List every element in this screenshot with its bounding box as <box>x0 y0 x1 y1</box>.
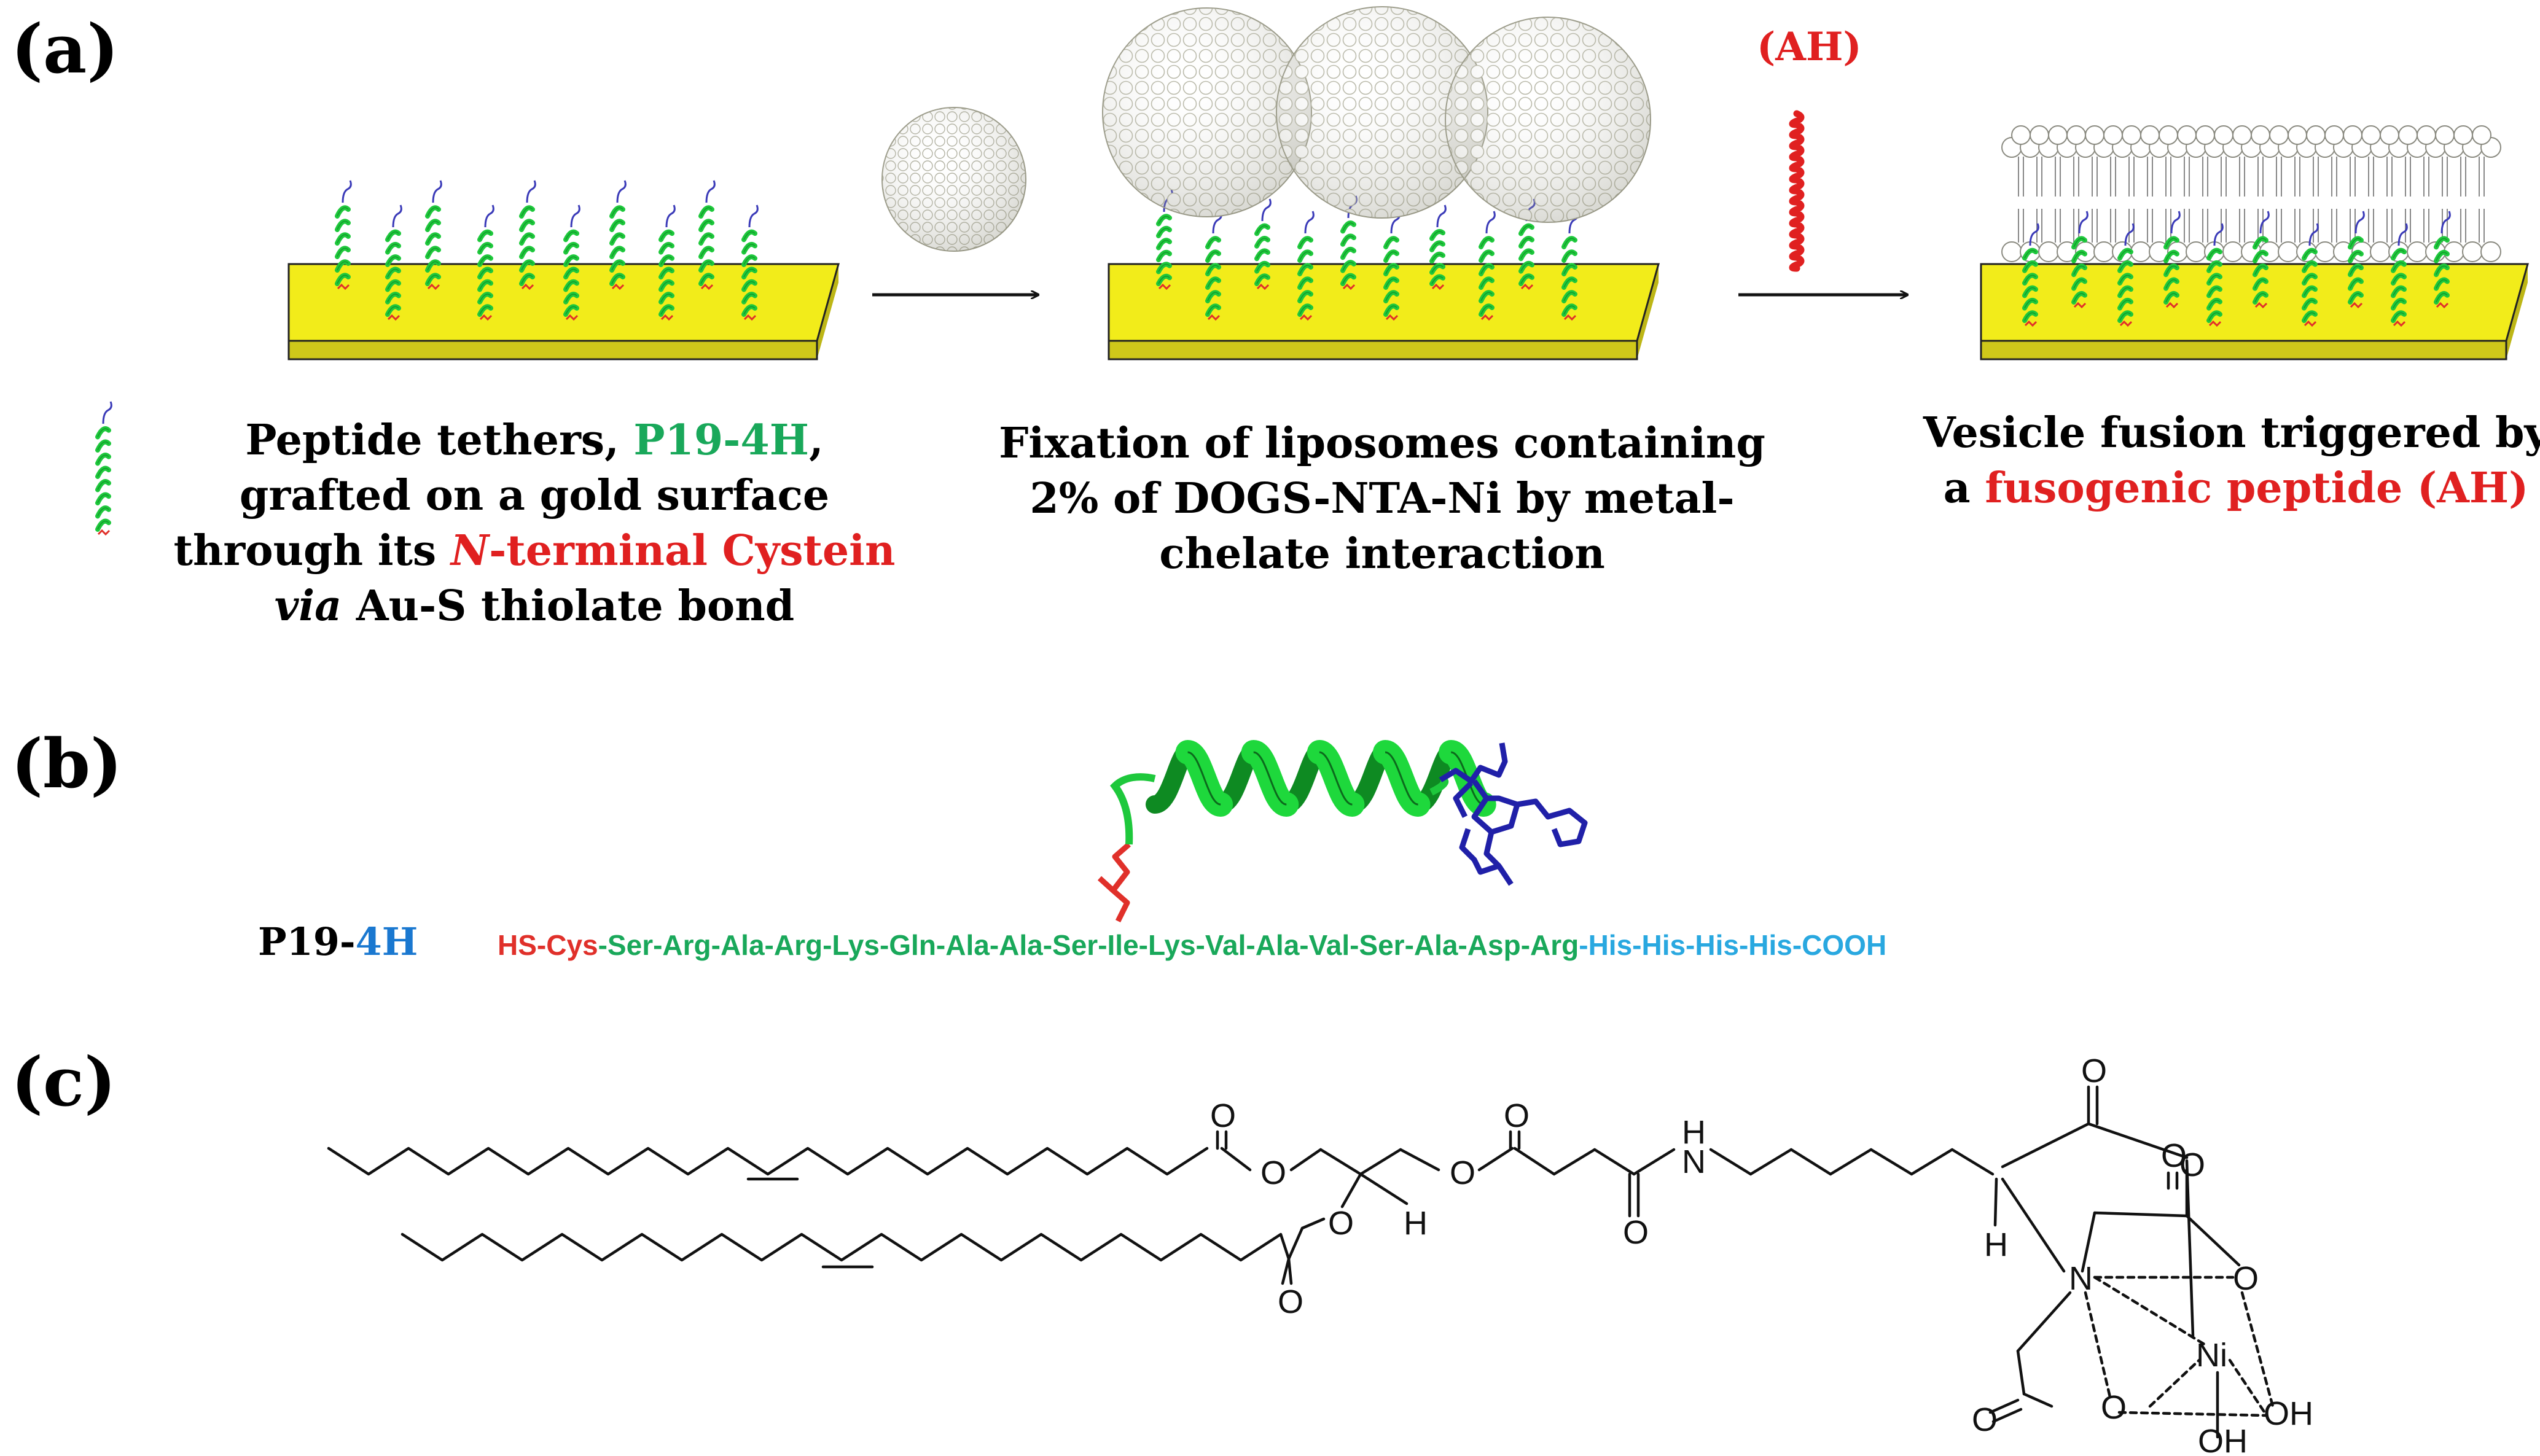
peptide-tether <box>658 204 676 321</box>
svg-text:O: O <box>1210 1097 1236 1134</box>
svg-text:O: O <box>2101 1389 2127 1426</box>
peptide-tether <box>698 180 716 290</box>
panel-c-label: (c) <box>11 1042 116 1121</box>
panel-b-label: (b) <box>11 724 122 803</box>
peptide-tether <box>2071 211 2089 309</box>
svg-text:H: H <box>1984 1226 2008 1263</box>
p19-4h-name: P19-4H <box>258 919 418 964</box>
peptide-tether <box>1205 211 1222 321</box>
ah-peptide-label: (AH) <box>1757 24 1862 70</box>
svg-text:O: O <box>1623 1214 1649 1251</box>
peptide-tether <box>2434 211 2451 309</box>
svg-text:OH: OH <box>2198 1423 2248 1456</box>
peptide-tether <box>2253 211 2270 309</box>
svg-text:Vesicle fusion triggered by: Vesicle fusion triggered by <box>1923 408 2540 457</box>
peptide-tether <box>2117 223 2135 327</box>
svg-text:chelate interaction: chelate interaction <box>1159 529 1605 578</box>
peptide-tether <box>335 180 352 290</box>
svg-text:OH: OH <box>2264 1395 2313 1432</box>
peptide-tethers-3 <box>2022 211 2451 327</box>
caption-fusion: Vesicle fusion triggered by a fusogenic … <box>1923 408 2540 513</box>
svg-text:O: O <box>1278 1283 1303 1320</box>
svg-text:H: H <box>1404 1205 1428 1242</box>
lipid-bilayer <box>2001 125 2501 262</box>
svg-text:O: O <box>1450 1154 1475 1191</box>
liposome-bound-2 <box>1276 6 1488 219</box>
dogs-nta-ni-structure <box>327 1085 2275 1439</box>
peptide-tethers-1 <box>335 180 759 321</box>
peptide-tether <box>2022 223 2039 327</box>
p19-4h-sequence: HS-Cys-Ser-Arg-Ala-Arg-Lys-Gln-Ala-Ala-S… <box>498 929 1886 961</box>
svg-text:N: N <box>2069 1260 2093 1297</box>
peptide-tether <box>1254 198 1272 290</box>
caption-tethers: Peptide tethers, P19-4H, grafted on a go… <box>95 401 896 631</box>
peptide-tether <box>2348 211 2365 309</box>
svg-text:O: O <box>1260 1154 1286 1191</box>
svg-text:O: O <box>2179 1147 2205 1183</box>
peptide-tether <box>2163 211 2181 309</box>
svg-text:O: O <box>2233 1260 2259 1297</box>
peptide-tether <box>563 204 580 321</box>
peptide-tether <box>2206 223 2224 327</box>
dogs-nta-ni-atoms: O O O O H O O O H N O O O H N O Ni O O O… <box>1210 1053 2313 1456</box>
liposome-bound-3 <box>1445 17 1651 223</box>
peptide-tether <box>385 204 402 321</box>
peptide-tether <box>2302 223 2319 327</box>
svg-text:through its N-terminal Cystein: through its N-terminal Cystein <box>174 526 896 575</box>
svg-text:O: O <box>1972 1401 1998 1438</box>
peptide-tether <box>1429 204 1447 290</box>
peptide-tether <box>519 180 536 290</box>
svg-text:H: H <box>1682 1114 1706 1151</box>
liposome-small <box>881 107 1026 252</box>
svg-text:N: N <box>1682 1143 1706 1180</box>
svg-text:O: O <box>2161 1137 2187 1174</box>
svg-text:2% of DOGS-NTA-Ni by metal-: 2% of DOGS-NTA-Ni by metal- <box>1030 474 1734 523</box>
peptide-tether <box>425 180 442 290</box>
svg-text:a fusogenic peptide (AH): a fusogenic peptide (AH) <box>1944 464 2529 513</box>
svg-text:O: O <box>1328 1205 1354 1242</box>
ah-peptide-coil <box>1789 110 1805 272</box>
panel-a-label: (a) <box>11 9 119 88</box>
peptide-tether <box>1479 211 1496 321</box>
svg-text:Ni: Ni <box>2196 1337 2227 1374</box>
svg-text:Peptide tethers, P19-4H,: Peptide tethers, P19-4H, <box>245 416 823 465</box>
peptide-tether <box>2391 223 2408 327</box>
tether-legend-icon <box>95 401 112 536</box>
svg-text:O: O <box>2081 1053 2107 1089</box>
peptide-tether <box>609 180 627 290</box>
peptide-tether <box>95 401 112 536</box>
svg-text:via Au-S thiolate bond: via Au-S thiolate bond <box>275 582 794 631</box>
peptide-tether <box>1561 211 1579 321</box>
svg-text:Fixation of liposomes containi: Fixation of liposomes containing <box>999 419 1765 468</box>
peptide-tether <box>1297 211 1315 321</box>
peptide-tether <box>1383 211 1401 321</box>
svg-text:grafted on a gold surface: grafted on a gold surface <box>240 471 829 520</box>
svg-text:O: O <box>1504 1097 1530 1134</box>
peptide-tether <box>741 204 759 321</box>
p19-4h-3d-structure <box>1097 740 1588 923</box>
gold-surface-1 <box>287 263 840 360</box>
caption-fixation: Fixation of liposomes containing 2% of D… <box>999 419 1765 578</box>
peptide-tether <box>477 204 494 321</box>
